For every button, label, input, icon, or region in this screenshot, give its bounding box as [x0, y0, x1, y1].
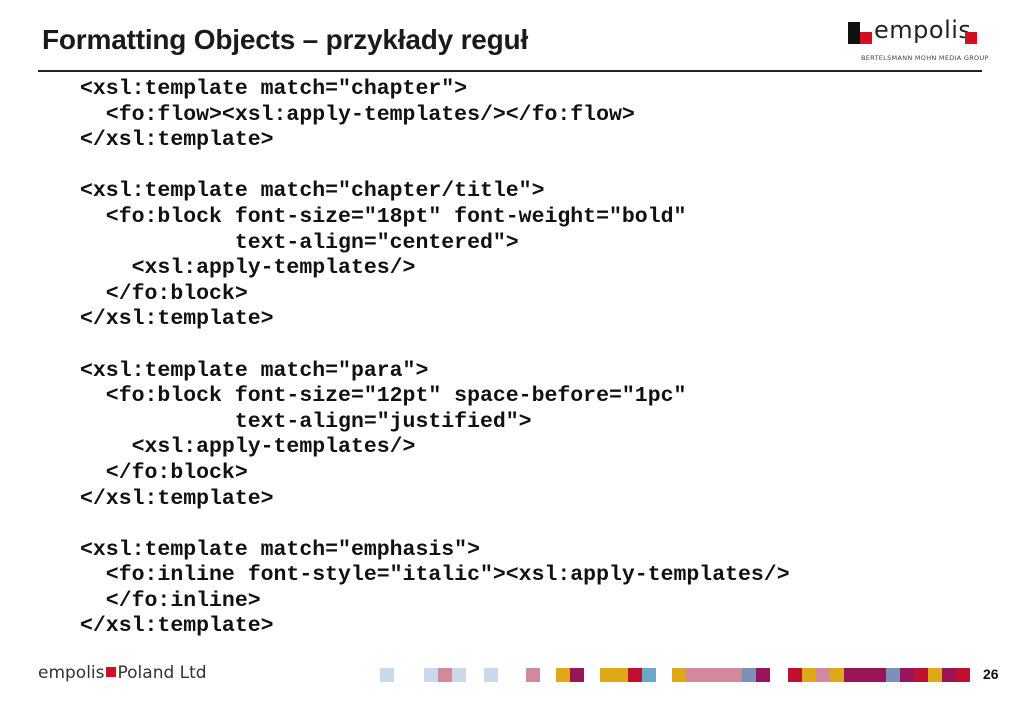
decorative-square — [844, 668, 858, 682]
empolis-logo: empolis BERTELSMANN MOHN MEDIA GROUP — [848, 16, 988, 66]
code-line: <fo:block font-size="18pt" font-weight="… — [80, 204, 687, 229]
logo-mark-icon — [848, 22, 860, 44]
code-line: </xsl:template> — [80, 128, 274, 153]
code-line: </fo:inline> — [80, 588, 261, 613]
decorative-square — [728, 668, 742, 682]
decorative-square — [802, 668, 816, 682]
code-line — [80, 154, 790, 180]
decorative-square — [872, 668, 886, 682]
decorative-square — [628, 668, 642, 682]
decorative-square — [424, 668, 438, 682]
decorative-square — [526, 668, 540, 682]
decorative-square — [742, 668, 756, 682]
decorative-square — [600, 668, 614, 682]
footer-red-square-icon — [105, 667, 116, 677]
logo-red-square-icon — [965, 32, 977, 44]
code-line — [80, 333, 790, 359]
code-line: </xsl:template> — [80, 614, 274, 639]
code-line: <fo:flow><xsl:apply-templates/></fo:flow… — [80, 102, 635, 127]
decorative-square — [714, 668, 728, 682]
code-line: <xsl:template match="chapter"> — [80, 77, 468, 101]
code-line: <xsl:apply-templates/> — [80, 435, 416, 460]
code-line: <fo:inline font-style="italic"><xsl:appl… — [80, 563, 790, 588]
decorative-square — [700, 668, 714, 682]
footer-company: empolis Poland Ltd — [38, 663, 207, 683]
decorative-square — [900, 668, 914, 682]
code-line: </xsl:template> — [80, 486, 274, 511]
code-line: <fo:block font-size="12pt" space-before=… — [80, 384, 687, 409]
decorative-square — [956, 668, 970, 682]
code-line: </xsl:template> — [80, 307, 274, 332]
decorative-square — [556, 668, 570, 682]
decorative-square — [788, 668, 802, 682]
page-number: 26 — [983, 666, 999, 682]
code-line: <xsl:template match="emphasis"> — [80, 537, 480, 562]
logo-tagline: BERTELSMANN MOHN MEDIA GROUP — [861, 54, 989, 62]
decorative-square — [438, 668, 452, 682]
decorative-square — [858, 668, 872, 682]
code-line: <xsl:apply-templates/> — [80, 256, 416, 281]
decorative-square — [816, 668, 830, 682]
decorative-square — [686, 668, 700, 682]
decorative-square — [642, 668, 656, 682]
decorative-square — [928, 668, 942, 682]
decorative-square — [830, 668, 844, 682]
decorative-square — [380, 668, 394, 682]
decorative-square — [614, 668, 628, 682]
code-line: text-align="justified"> — [80, 409, 532, 434]
footer-company-suffix: Poland Ltd — [117, 663, 207, 683]
decorative-square — [570, 668, 584, 682]
code-block: <xsl:template match="chapter"> <fo:flow>… — [80, 77, 790, 640]
code-line — [80, 512, 790, 538]
logo-mark-red-icon — [860, 32, 872, 44]
decorative-square — [452, 668, 466, 682]
decorative-square — [672, 668, 686, 682]
code-line: </fo:block> — [80, 460, 248, 485]
code-line: text-align="centered"> — [80, 230, 519, 255]
decorative-square — [484, 668, 498, 682]
logo-wordmark: empolis — [874, 16, 972, 44]
decorative-square — [756, 668, 770, 682]
decorative-square — [942, 668, 956, 682]
code-line: <xsl:template match="chapter/title"> — [80, 179, 545, 204]
decorative-square — [914, 668, 928, 682]
code-line: <xsl:template match="para"> — [80, 358, 429, 383]
decorative-square — [886, 668, 900, 682]
slide-title: Formatting Objects – przykłady reguł — [42, 24, 529, 55]
code-line: </fo:block> — [80, 281, 248, 306]
footer-company-word: empolis — [38, 663, 105, 683]
title-divider — [38, 70, 982, 72]
